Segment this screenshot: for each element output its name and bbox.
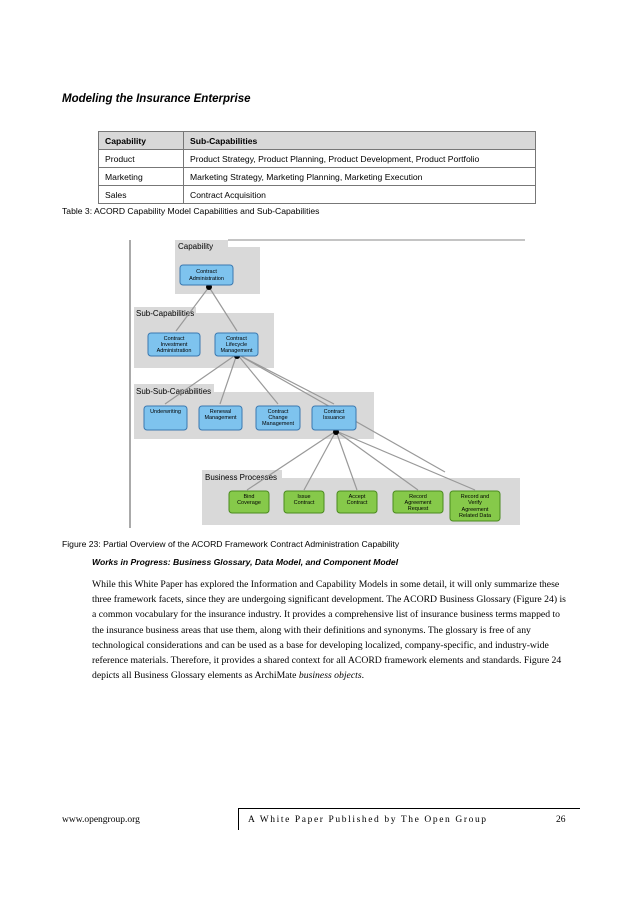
node-label: Administration [157, 348, 192, 354]
diagram-connectors [164, 286, 476, 491]
node-label: Underwriting [150, 409, 181, 415]
paragraph-end: . [361, 670, 365, 682]
node-label: Lifecycle [226, 342, 247, 348]
node-label: Coverage [237, 500, 261, 506]
node-label: Contract [164, 336, 185, 342]
node-label: Record [409, 494, 427, 500]
subheading: Works in Progress: Business Glossary, Da… [92, 557, 399, 567]
figure-caption: Figure 23: Partial Overview of the ACORD… [62, 539, 400, 549]
node-label: Issue [297, 494, 310, 500]
sub-sub-capability-node: Contract Change Management [255, 405, 301, 431]
node-label: Contract [294, 500, 315, 506]
node-label: Verify [468, 500, 482, 506]
group-label-sub-capabilities: Sub-Capabilities [136, 309, 194, 318]
node-label: Management [262, 421, 295, 427]
capability-node: Contract Administration [179, 264, 234, 286]
table-cell: Contract Acquisition [183, 185, 536, 204]
sub-capability-node: Contract Lifecycle Management [214, 332, 259, 357]
process-node: Record Agreement Request [392, 490, 444, 514]
footer-divider [238, 808, 580, 809]
page-number: 26 [556, 815, 566, 825]
node-label: Change [268, 415, 287, 421]
process-node: Accept Contract [336, 490, 378, 514]
node-label: Agreement [462, 507, 489, 513]
group-label-sub-sub-capabilities: Sub-Sub-Capabilities [136, 387, 211, 396]
node-label: Contract [196, 269, 217, 275]
table-row: Marketing Marketing Strategy, Marketing … [98, 167, 536, 186]
footer-url: www.opengroup.org [62, 815, 140, 825]
node-label: Bind [243, 494, 254, 500]
paragraph-text: While this White Paper has explored the … [92, 579, 566, 682]
table-header-cell: Capability [98, 131, 184, 150]
node-label: Investment [161, 342, 188, 348]
table-header-row: Capability Sub-Capabilities [98, 131, 536, 150]
sub-capability-node: Contract Investment Administration [147, 332, 201, 357]
node-label: Contract [268, 409, 289, 415]
node-label: Issuance [323, 415, 345, 421]
group-label-business-processes: Business Processes [205, 473, 277, 482]
table-row: Sales Contract Acquisition [98, 185, 536, 204]
node-label: Contract [324, 409, 345, 415]
capability-table: Capability Sub-Capabilities Product Prod… [98, 131, 536, 204]
table-caption: Table 3: ACORD Capability Model Capabili… [62, 206, 320, 216]
process-node: Issue Contract [283, 490, 325, 514]
capability-diagram: Capability Sub-Capabilities Sub-Sub-Capa… [129, 239, 525, 528]
node-label: Contract [347, 500, 368, 506]
footer-publisher: A White Paper Published by The Open Grou… [248, 815, 488, 825]
table-header-cell: Sub-Capabilities [183, 131, 536, 150]
node-label: Request [408, 506, 429, 512]
section-title: Modeling the Insurance Enterprise [62, 93, 251, 105]
paragraph-emphasis: business objects [298, 670, 362, 682]
process-node: Record and Verify Agreement Related Data [449, 490, 501, 522]
footer-divider-vertical [238, 808, 239, 830]
node-label: Agreement [405, 500, 432, 506]
node-label: Management [220, 348, 253, 354]
sub-sub-capability-node: Renewal Management [198, 405, 243, 431]
sub-sub-capability-node: Underwriting [143, 405, 188, 431]
group-label-capability: Capability [178, 242, 213, 251]
sub-sub-capability-node: Contract Issuance [311, 405, 357, 431]
node-label: Administration [189, 276, 224, 282]
node-label: Contract [226, 336, 247, 342]
process-node: Bind Coverage [228, 490, 270, 514]
node-label: Management [204, 415, 237, 421]
node-label: Record and [461, 494, 489, 500]
table-cell: Sales [98, 185, 184, 204]
node-label: Accept [349, 494, 366, 500]
body-paragraph: While this White Paper has explored the … [92, 577, 570, 683]
node-label: Related Data [459, 513, 492, 519]
node-label: Renewal [210, 409, 231, 415]
